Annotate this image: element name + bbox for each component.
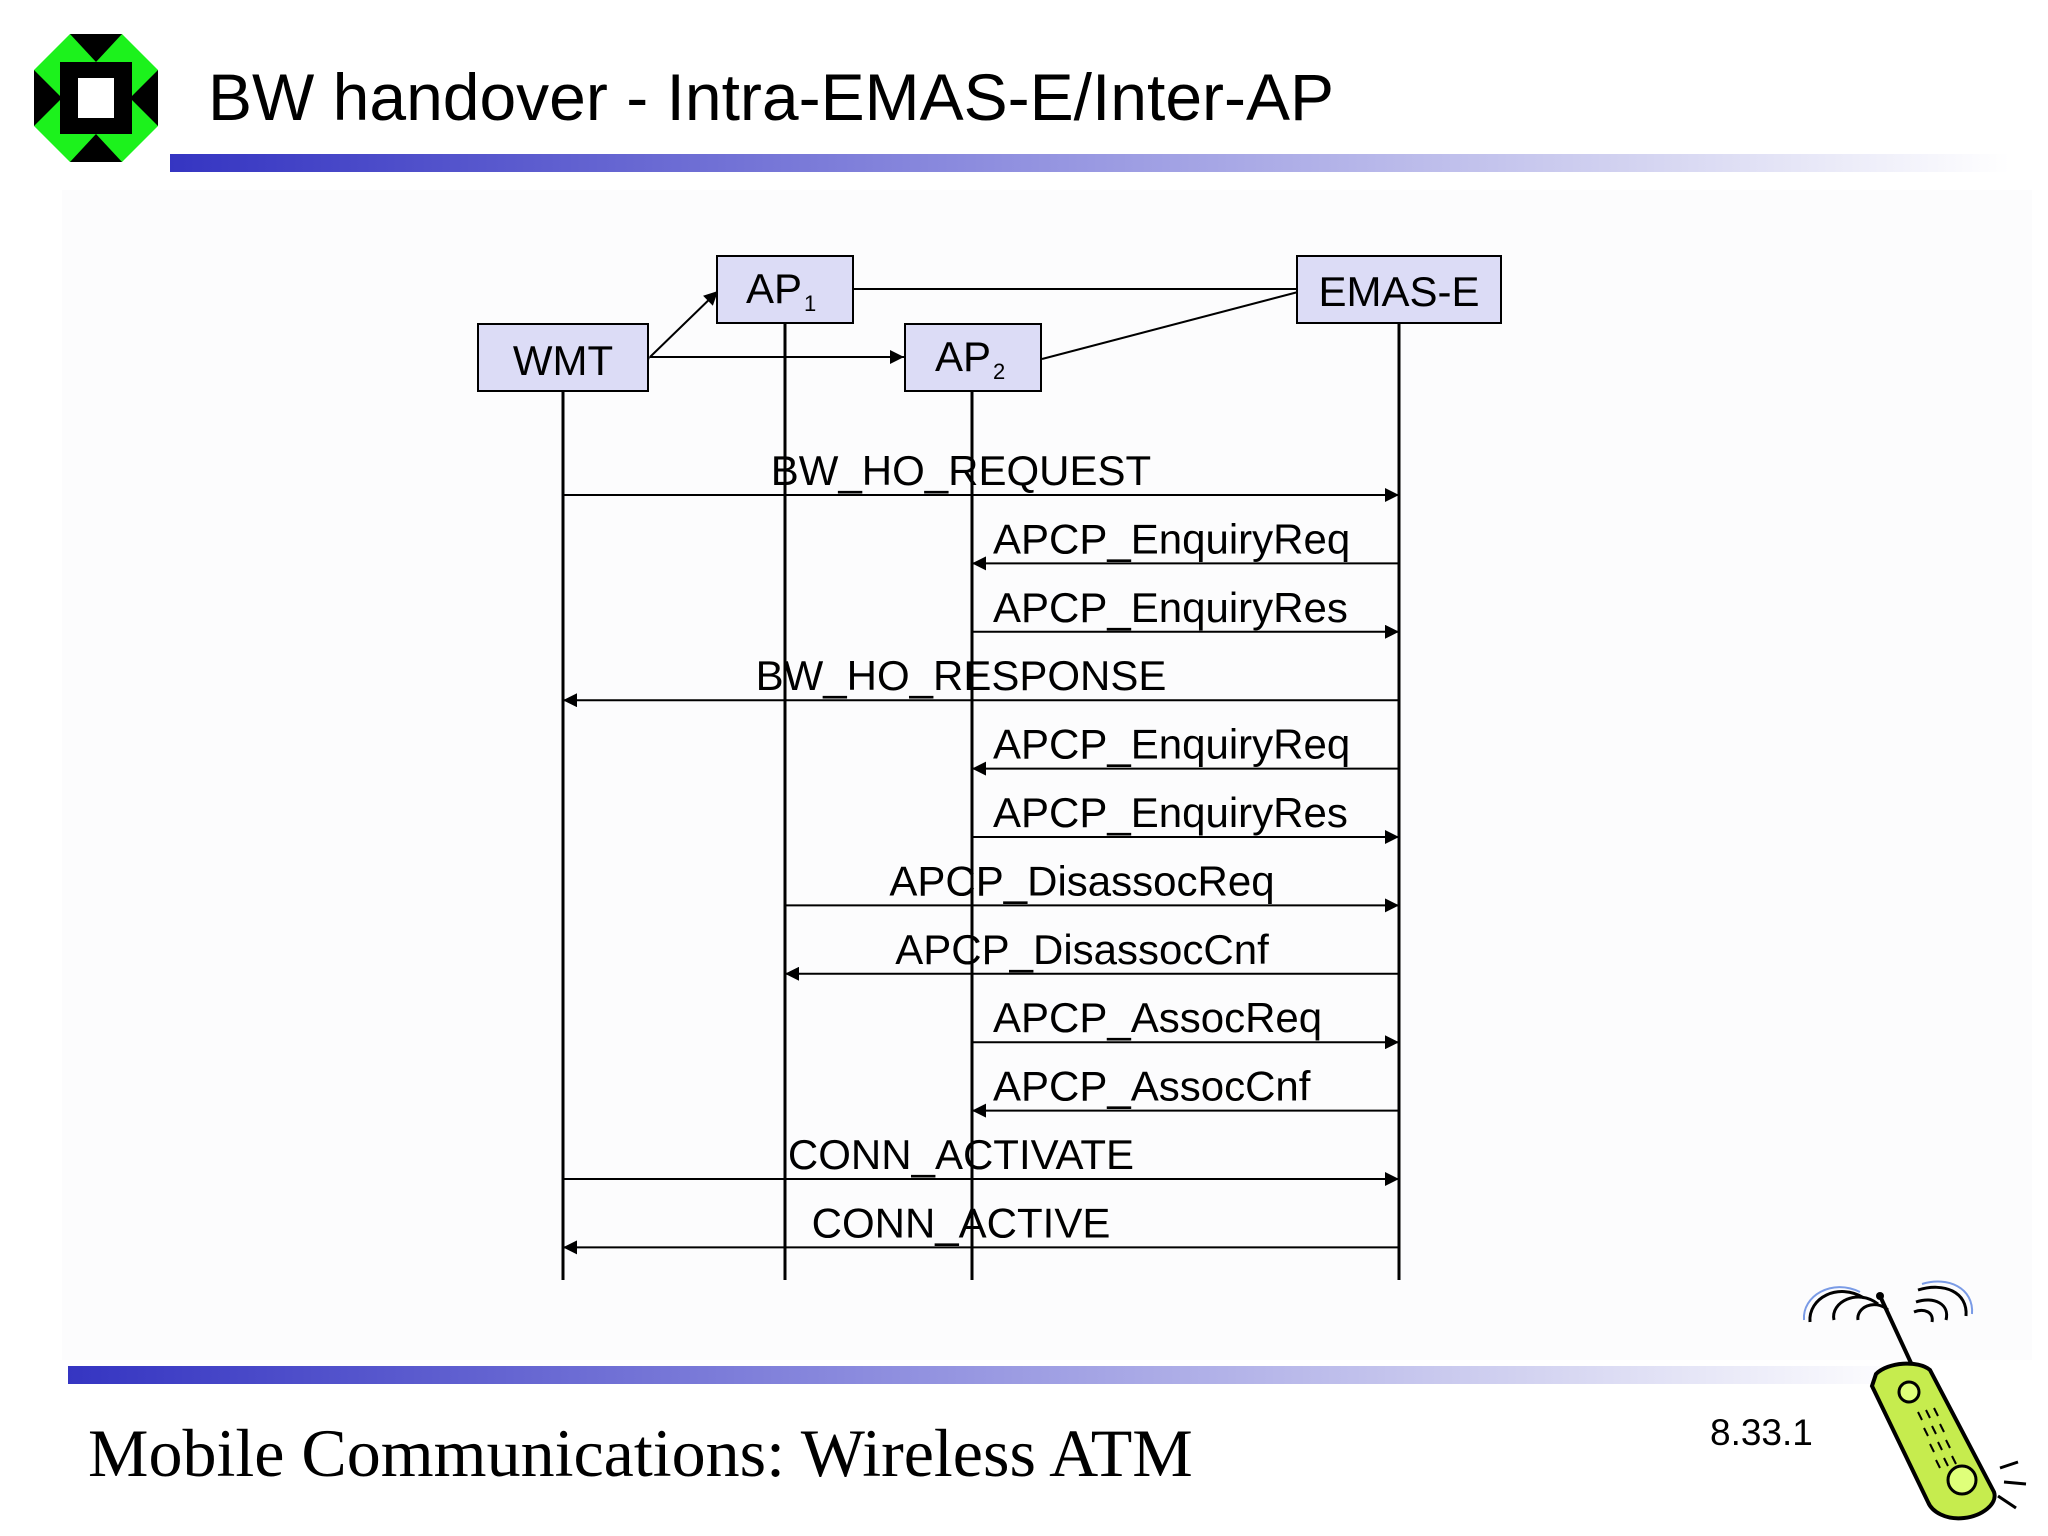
- svg-text:AP2: AP2: [935, 333, 1005, 384]
- title-underline-bar: [170, 154, 2010, 172]
- message-label: APCP_AssocReq: [993, 994, 1322, 1041]
- slide-background: [62, 190, 2032, 1360]
- entity-ap2: AP2: [904, 323, 1042, 392]
- message-label: BW_HO_REQUEST: [771, 447, 1151, 494]
- message-label: APCP_DisassocReq: [889, 857, 1274, 904]
- slide-title: BW handover - Intra-EMAS-E/Inter-AP: [208, 60, 1335, 134]
- message-label: APCP_DisassocCnf: [895, 926, 1269, 973]
- entity-emas: EMAS-E: [1296, 255, 1502, 324]
- entity-ap2-subscript: 2: [993, 359, 1005, 384]
- entity-emas-label: EMAS-E: [1318, 268, 1479, 315]
- university-logo-icon: [34, 34, 158, 162]
- entity-ap1-label: AP: [746, 265, 802, 312]
- entity-wmt-label: WMT: [513, 337, 613, 384]
- message-label: CONN_ACTIVATE: [788, 1131, 1134, 1178]
- link-ap2-emas: [1041, 291, 1299, 360]
- message-label: BW_HO_RESPONSE: [756, 652, 1167, 699]
- message-label: APCP_EnquiryRes: [993, 584, 1348, 631]
- message-label: APCP_EnquiryReq: [993, 721, 1350, 768]
- footer-title: Mobile Communications: Wireless ATM: [88, 1415, 1193, 1491]
- message-label: APCP_EnquiryRes: [993, 789, 1348, 836]
- footer-bar: [68, 1366, 1908, 1384]
- entity-ap1-subscript: 1: [804, 291, 816, 316]
- link-wmt-ap1: [635, 290, 719, 372]
- entity-ap1: AP1: [716, 255, 854, 324]
- entity-wmt: WMT: [477, 323, 649, 392]
- svg-text:AP1: AP1: [746, 265, 816, 316]
- entity-ap2-label: AP: [935, 333, 991, 380]
- mobile-phone-icon: [1802, 1280, 2027, 1521]
- message-label: APCP_EnquiryReq: [993, 515, 1350, 562]
- message-label: APCP_AssocCnf: [993, 1063, 1311, 1110]
- slide-number: 8.33.1: [1710, 1412, 1813, 1453]
- message-list: BW_HO_REQUESTAPCP_EnquiryReqAPCP_Enquiry…: [563, 447, 1399, 1255]
- message-label: CONN_ACTIVE: [812, 1199, 1111, 1246]
